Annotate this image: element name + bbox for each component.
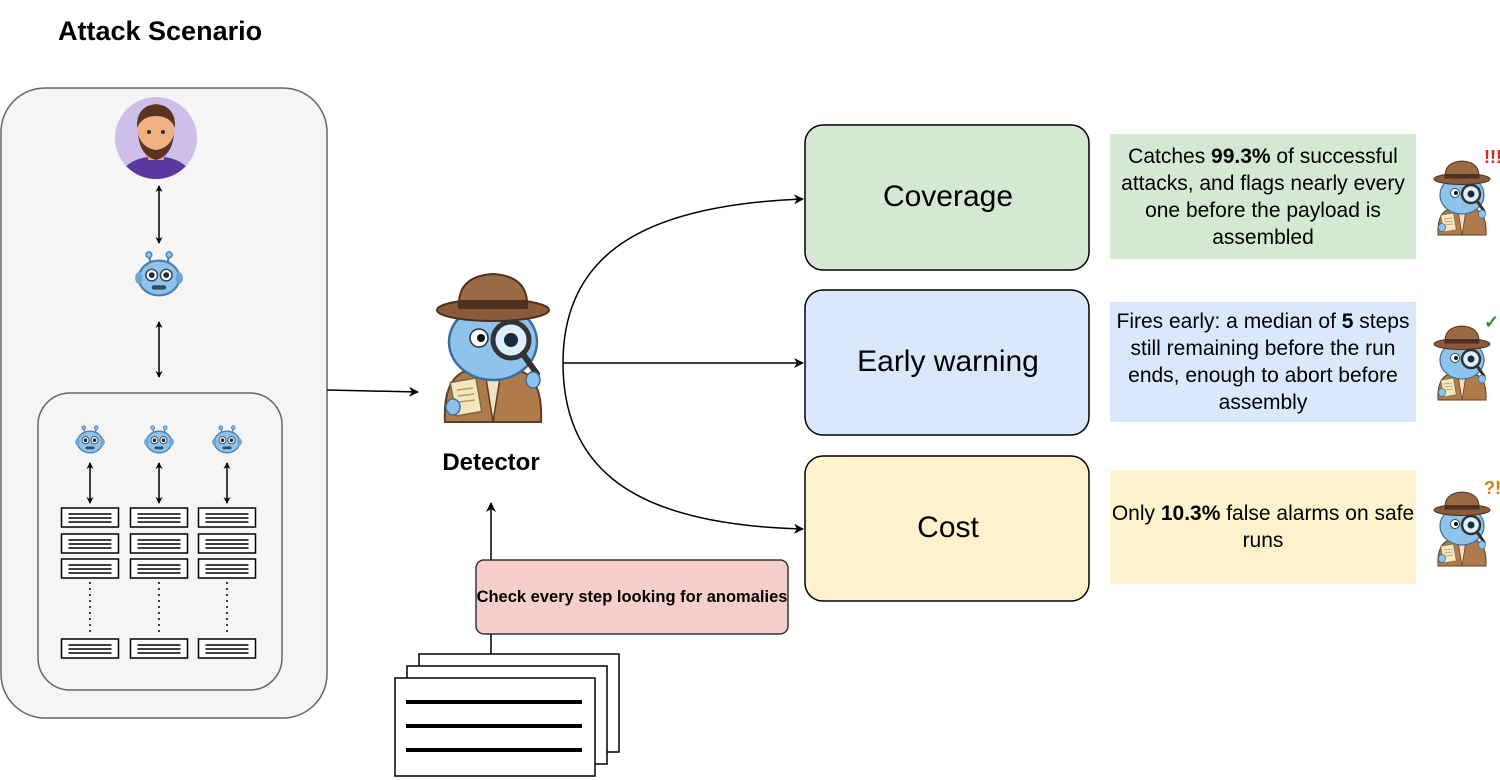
step-record [129,533,189,554]
step-record [129,638,189,659]
detective-badge-icon [1432,490,1492,568]
detective-badge-icon [1432,324,1492,402]
diagram-title: Attack Scenario [58,16,263,46]
subagent-column [60,425,120,659]
metric-box [804,124,1090,271]
metric-description-box [1110,134,1416,259]
metric-description: Catches 99.3% of successful attacks, and… [1121,144,1405,249]
subagent-column [129,425,189,659]
step-record [197,507,257,528]
detective-robot-icon [437,274,549,422]
check-box [475,559,789,635]
metric-box [804,289,1090,436]
detector-to-cost-arrow [562,362,804,534]
metric-badge: ?! [1484,478,1500,498]
scenario-to-detector-arrow [326,386,419,397]
metric-description-box [1110,470,1416,584]
document-stack-icon [394,653,620,777]
step-record [60,638,120,659]
metric-description: Fires early: a median of 5 steps still r… [1116,310,1410,414]
detective-badge-icon [1432,159,1492,237]
metric-description-box [1110,302,1416,422]
metric-label: Cost [917,511,979,544]
metric-badge: !!! [1484,147,1500,167]
detector-to-coverage-arrow [562,194,804,364]
step-record [129,558,189,579]
step-record [197,558,257,579]
metric-label: Coverage [882,180,1014,213]
metric-box [804,455,1090,602]
step-record [60,533,120,554]
metric-badge: ✓ [1484,312,1499,332]
check-box-text: Check every step looking for anomalies [476,588,788,606]
step-record [197,638,257,659]
step-record [60,558,120,579]
metric-description: Only 10.3% false alarms on safe runs [1111,502,1415,552]
step-record [197,533,257,554]
step-record [60,507,120,528]
metric-label: Early warning [857,345,1039,378]
subagent-column [197,425,257,659]
step-record [129,507,189,528]
detector-label: Detector [442,449,540,476]
